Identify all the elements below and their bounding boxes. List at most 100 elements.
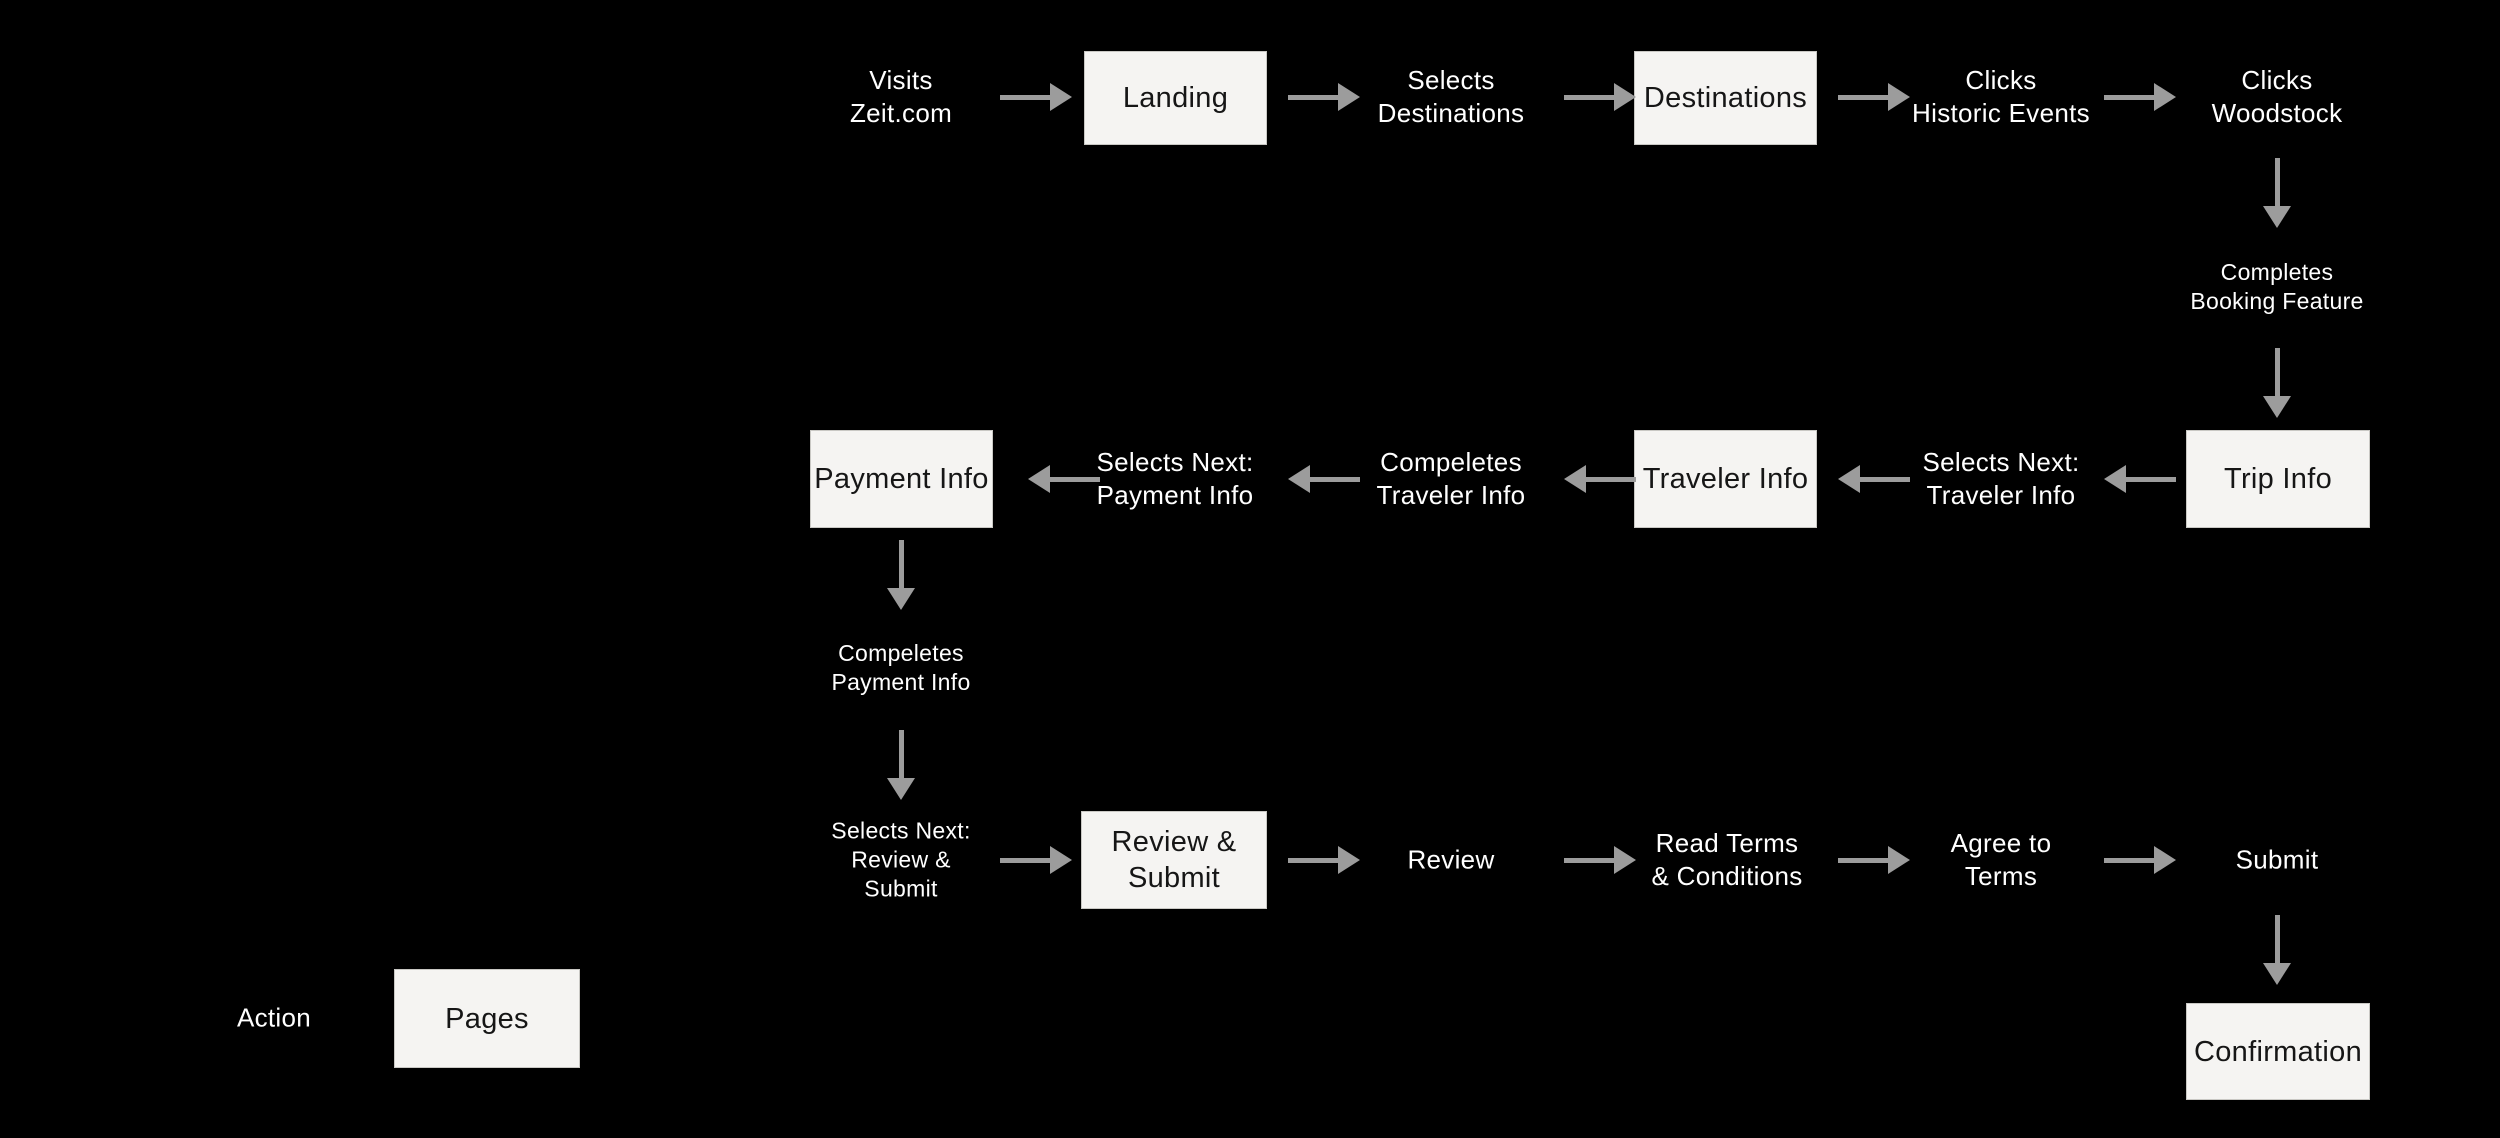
- arrow-right-icon: [1000, 83, 1072, 111]
- action-label-line: Submit: [2235, 844, 2319, 875]
- arrow-left-icon: [1028, 465, 1100, 493]
- arrow-shaft: [1288, 94, 1340, 100]
- arrow-shaft: [1048, 476, 1100, 482]
- arrow-head: [1888, 846, 1910, 874]
- action-label-line: Payment Info: [831, 669, 971, 695]
- action-label-line: Review &: [851, 846, 951, 873]
- action-label-line: Selects: [1407, 65, 1495, 95]
- arrow-shaft: [2274, 915, 2280, 965]
- arrow-shaft: [1564, 94, 1616, 100]
- page-node-landing: Landing: [1084, 51, 1267, 145]
- action-label-selects-next-review-submit: Selects Next:Review &Submit: [831, 817, 970, 904]
- arrow-shaft: [898, 540, 904, 590]
- action-label-line: Action: [236, 1002, 312, 1033]
- arrow-right-icon: [1000, 846, 1072, 874]
- arrow-shaft: [898, 730, 904, 780]
- arrow-head: [2104, 465, 2126, 493]
- action-label-line: Visits: [869, 65, 933, 95]
- arrow-right-icon: [2104, 83, 2176, 111]
- page-node-traveler-info: Traveler Info: [1634, 430, 1817, 528]
- arrow-head: [1028, 465, 1050, 493]
- page-node-label: Landing: [1122, 82, 1229, 114]
- arrow-left-icon: [1288, 465, 1360, 493]
- arrow-down-icon: [887, 540, 915, 610]
- arrow-left-icon: [2104, 465, 2176, 493]
- arrow-shaft: [2104, 94, 2156, 100]
- action-label-line: Agree to: [1950, 828, 2052, 858]
- arrow-head: [1338, 83, 1360, 111]
- page-node-label: Traveler Info: [1642, 463, 1809, 495]
- arrow-shaft: [1564, 857, 1616, 863]
- arrow-head: [887, 778, 915, 800]
- page-node-label: Trip Info: [2224, 463, 2332, 495]
- arrow-right-icon: [1564, 83, 1636, 111]
- arrow-right-icon: [1288, 846, 1360, 874]
- action-label-line: Submit: [864, 875, 938, 902]
- action-label-line: Payment Info: [1096, 480, 1254, 510]
- action-label-line: Terms: [1964, 861, 2038, 891]
- arrow-left-icon: [1564, 465, 1636, 493]
- action-label-line: Historic Events: [1912, 98, 2090, 128]
- page-node-label: Submit: [1127, 862, 1221, 894]
- page-node-pages-legend: Pages: [394, 969, 580, 1068]
- page-node-confirmation: Confirmation: [2186, 1003, 2370, 1100]
- arrow-head: [2263, 963, 2291, 985]
- arrow-right-icon: [1564, 846, 1636, 874]
- arrow-head: [1050, 83, 1072, 111]
- arrow-shaft: [2124, 476, 2176, 482]
- arrow-shaft: [2104, 857, 2156, 863]
- arrow-head: [887, 588, 915, 610]
- page-node-label: Review &: [1111, 826, 1237, 858]
- arrow-head: [1888, 83, 1910, 111]
- action-label-action-legend: Action: [237, 1002, 311, 1035]
- page-node-trip-info: Trip Info: [2186, 430, 2370, 528]
- action-label-line: Woodstock: [2211, 98, 2343, 128]
- action-label-line: Traveler Info: [1376, 480, 1526, 510]
- arrow-down-icon: [887, 730, 915, 800]
- arrow-shaft: [1858, 476, 1910, 482]
- action-label-line: Read Terms: [1655, 828, 1799, 858]
- arrow-head: [1614, 83, 1636, 111]
- arrow-down-icon: [2263, 158, 2291, 228]
- action-label-read-terms-conditions: Read Terms& Conditions: [1651, 827, 1802, 893]
- action-label-selects-next-payment-info: Selects Next:Payment Info: [1096, 446, 1253, 512]
- arrow-shaft: [1000, 94, 1052, 100]
- page-node-destinations: Destinations: [1634, 51, 1817, 145]
- action-label-line: Compeletes: [1380, 447, 1522, 477]
- action-label-line: Zeit.com: [849, 98, 953, 128]
- action-label-line: Selects Next:: [1922, 447, 2080, 477]
- arrow-head: [1564, 465, 1586, 493]
- action-label-line: & Conditions: [1651, 861, 1803, 891]
- arrow-shaft: [1308, 476, 1360, 482]
- arrow-right-icon: [1838, 846, 1910, 874]
- action-label-line: Selects Next:: [1096, 447, 1254, 477]
- arrow-shaft: [1000, 857, 1052, 863]
- action-label-line: Clicks: [1965, 65, 2037, 95]
- arrow-shaft: [2274, 158, 2280, 208]
- action-label-line: Destinations: [1377, 98, 1525, 128]
- arrow-shaft: [1838, 857, 1890, 863]
- action-label-review: Review: [1407, 844, 1494, 877]
- page-node-label: Destinations: [1643, 82, 1808, 114]
- action-label-line: Booking Feature: [2190, 288, 2364, 314]
- arrow-shaft: [2274, 348, 2280, 398]
- arrow-right-icon: [1288, 83, 1360, 111]
- arrow-down-icon: [2263, 915, 2291, 985]
- arrow-head: [1838, 465, 1860, 493]
- page-node-label: Payment Info: [814, 463, 989, 495]
- action-label-line: Selects Next:: [831, 817, 971, 844]
- arrow-shaft: [1584, 476, 1636, 482]
- action-label-submit: Submit: [2236, 844, 2319, 877]
- arrow-down-icon: [2263, 348, 2291, 418]
- arrow-head: [2263, 206, 2291, 228]
- page-node-payment-info: Payment Info: [810, 430, 993, 528]
- arrow-head: [1338, 846, 1360, 874]
- arrow-shaft: [1288, 857, 1340, 863]
